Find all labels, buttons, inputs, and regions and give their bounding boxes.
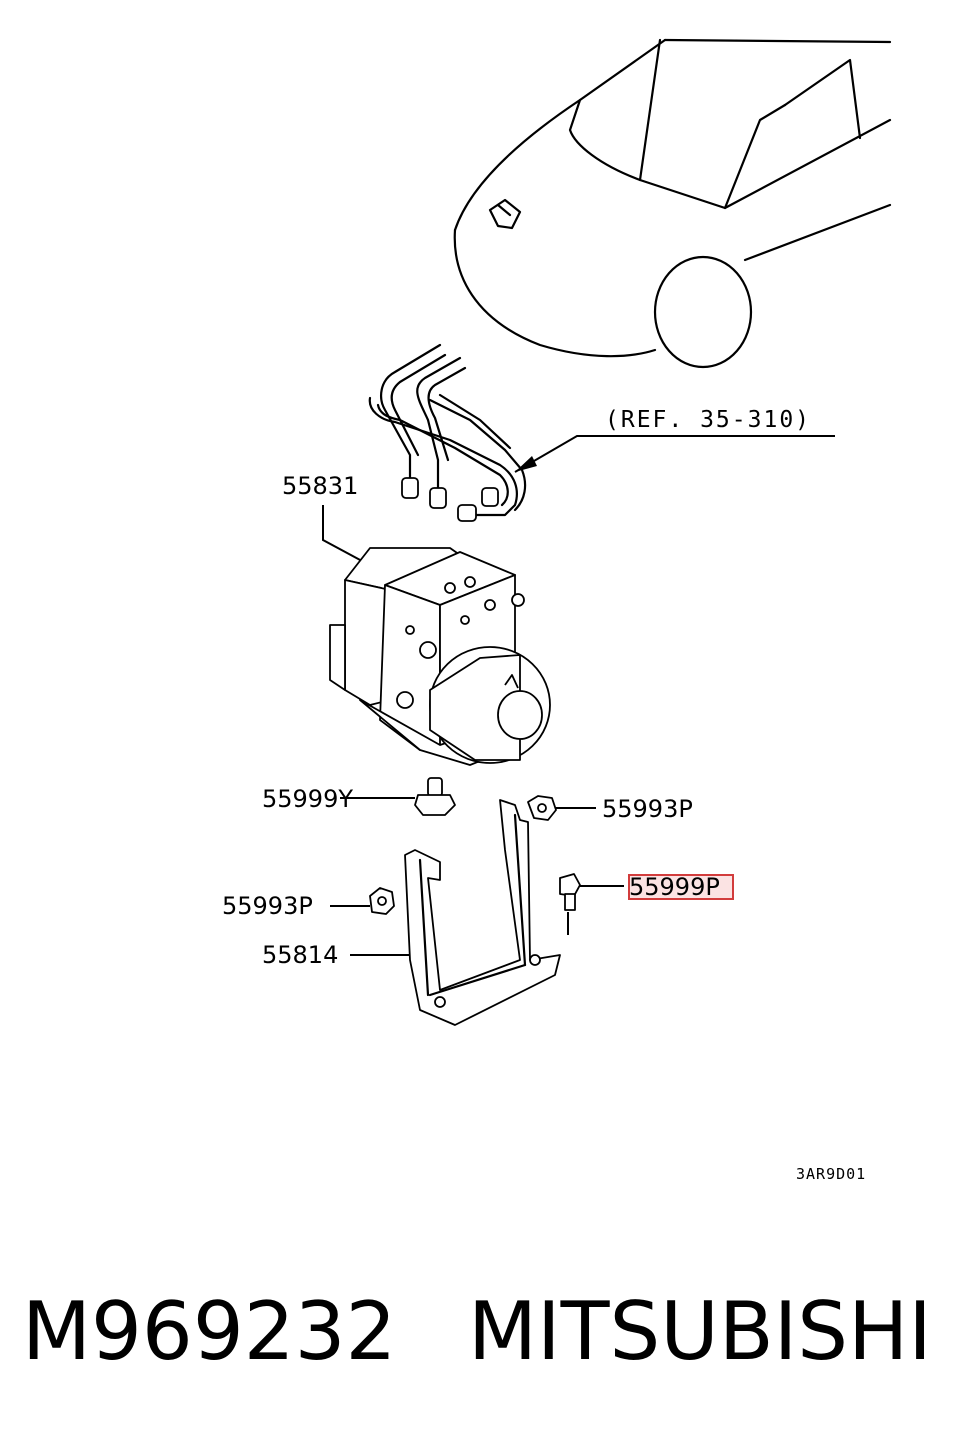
part-label-55993P-upper[interactable]: 55993P	[602, 795, 693, 823]
stud-55999Y-icon	[414, 777, 456, 816]
nut-55993P-upper-icon	[527, 795, 557, 821]
part-label-55993P-lower[interactable]: 55993P	[222, 892, 313, 920]
part-label-55831[interactable]: 55831	[282, 472, 358, 500]
part-label-55999P[interactable]: 55999P	[629, 873, 720, 901]
part-label-55999Y[interactable]: 55999Y	[262, 785, 353, 813]
part-number: M969232	[22, 1285, 397, 1378]
bolt-55999P-icon	[559, 873, 581, 911]
brake-pipes	[368, 343, 527, 522]
nut-55993P-lower-icon	[369, 887, 395, 915]
drawing-code: 3AR9D01	[796, 1165, 866, 1183]
bracket-55814	[404, 799, 561, 1026]
part-label-55814[interactable]: 55814	[262, 941, 338, 969]
highlight-box-55999P	[628, 874, 734, 900]
brand-name: MITSUBISHI	[468, 1285, 932, 1378]
reference-label: (REF. 35-310)	[605, 407, 811, 433]
reference-arrow	[514, 435, 835, 473]
car-illustration	[453, 38, 892, 369]
abs-hydraulic-unit	[329, 547, 551, 766]
footer: M969232 MITSUBISHI	[0, 1285, 960, 1395]
